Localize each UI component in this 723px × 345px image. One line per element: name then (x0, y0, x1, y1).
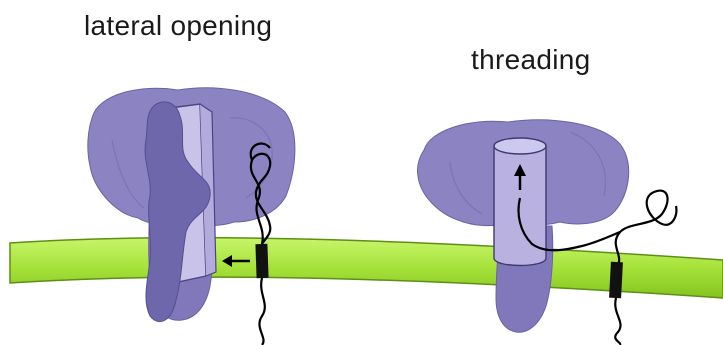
left-signal-segment (255, 244, 268, 278)
left-channel (88, 88, 295, 345)
right-signal-segment (609, 262, 623, 299)
right-channel (417, 120, 676, 345)
